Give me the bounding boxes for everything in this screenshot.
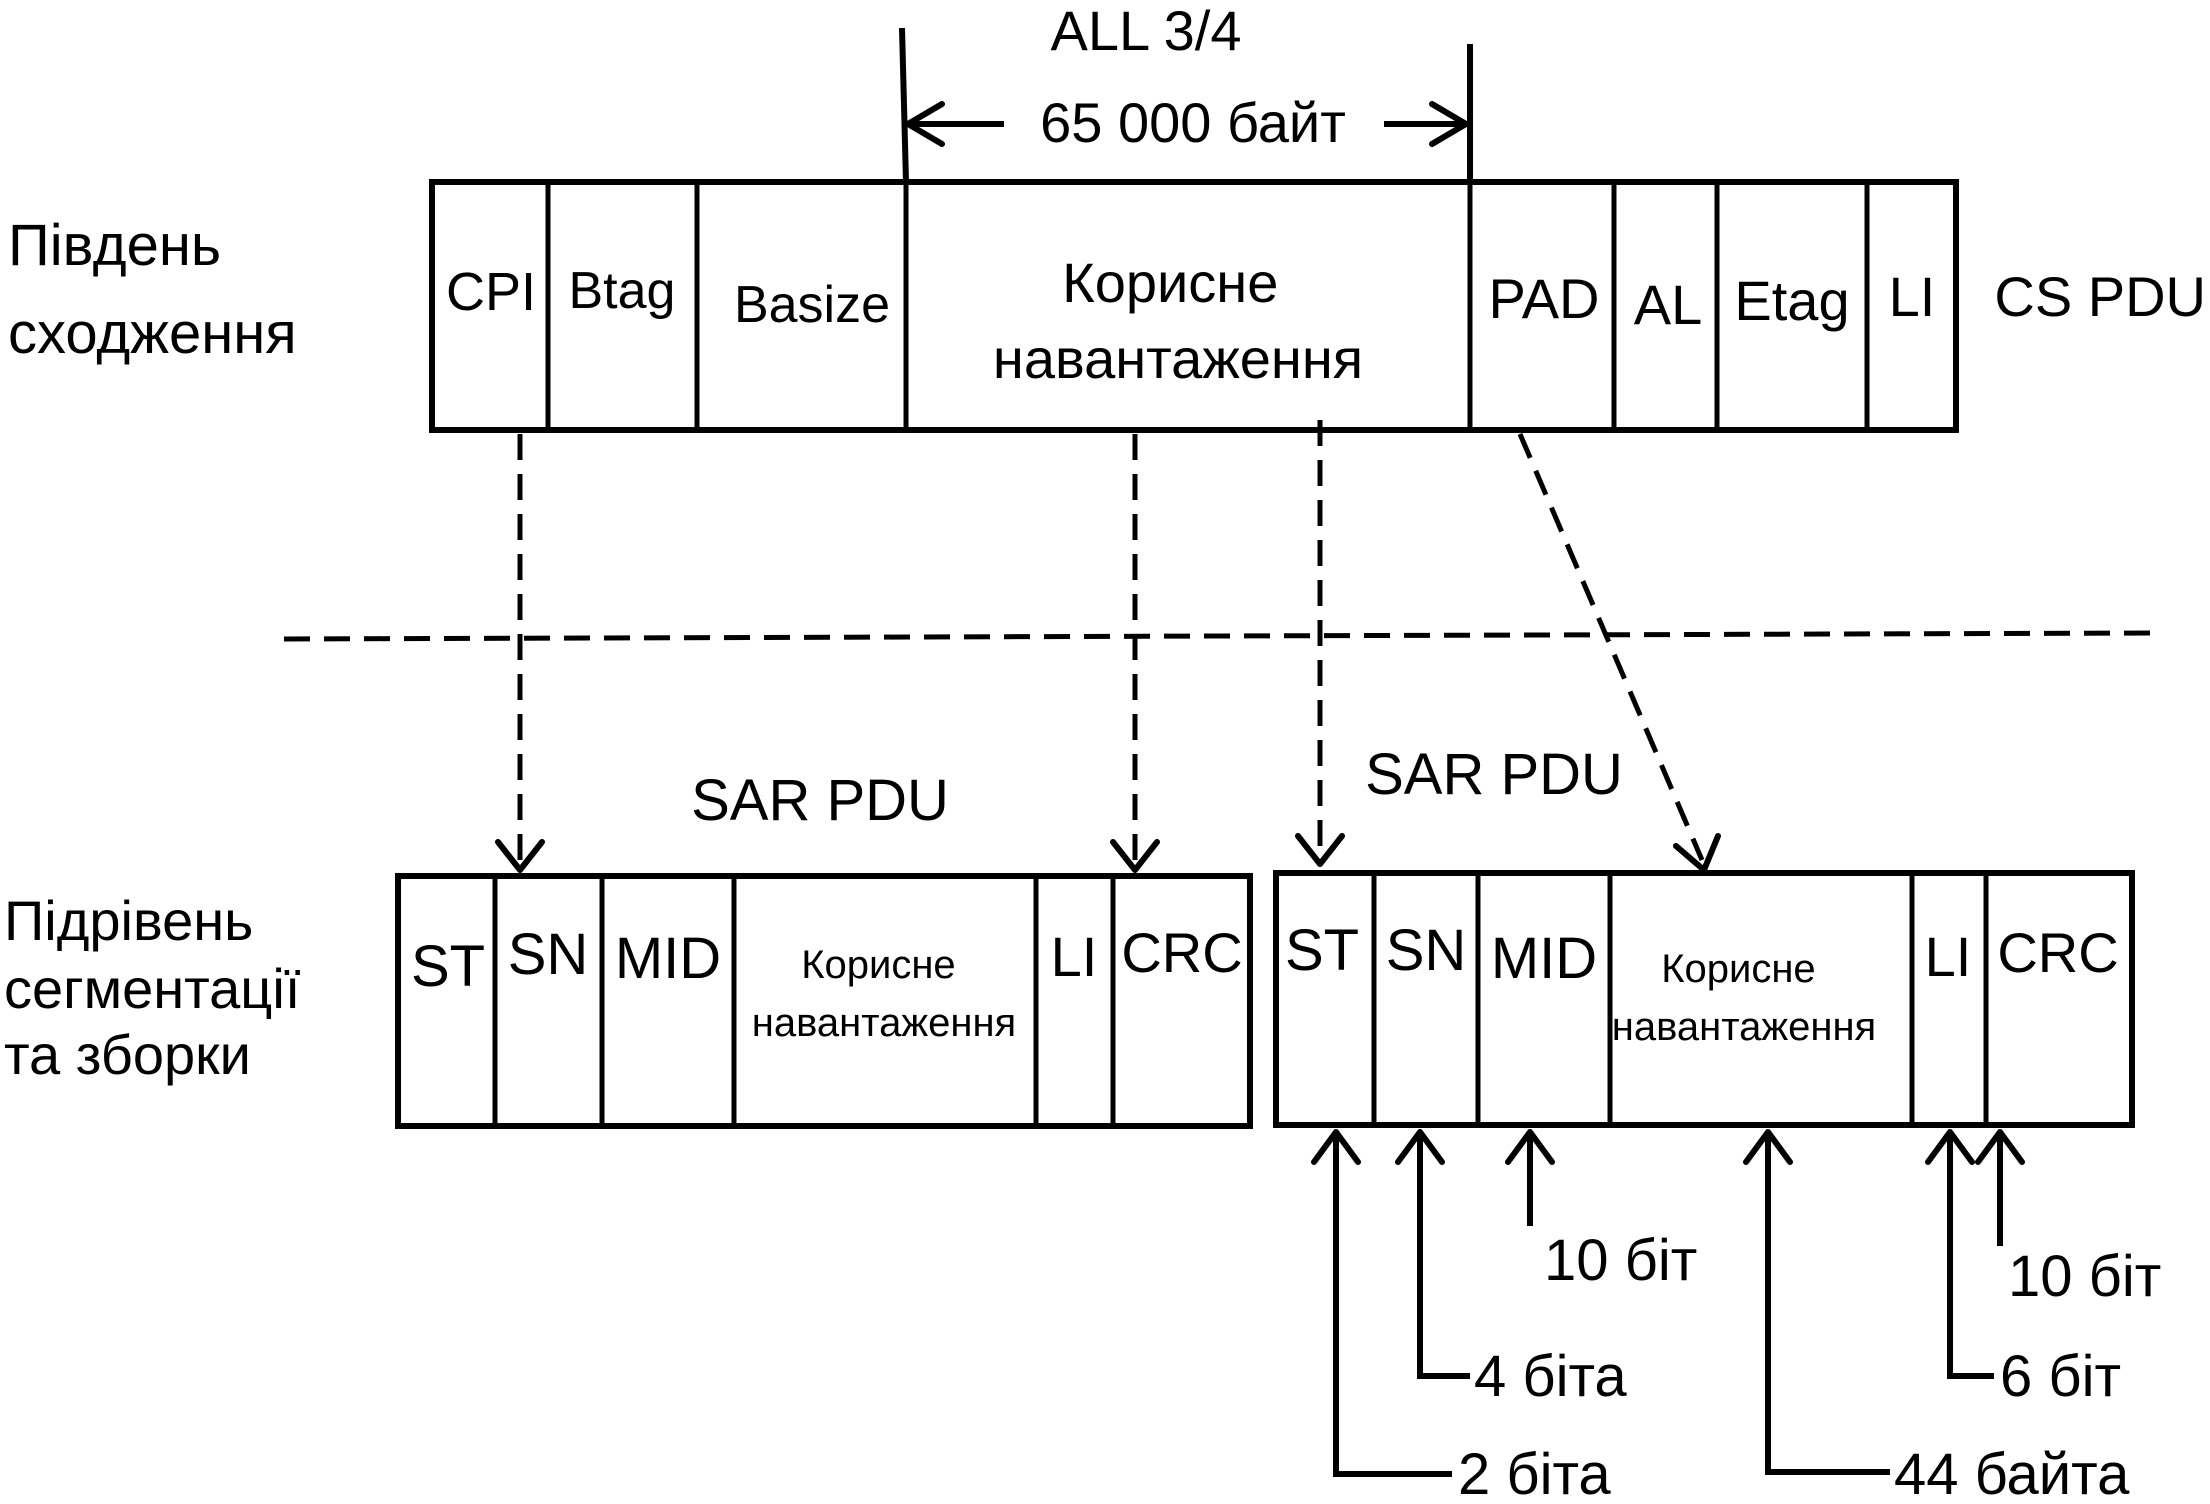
cs-field-payload: Корисне навантаження [993,251,1363,390]
map-arrow-cpi-to-sn-head [495,839,545,873]
sar-right-field-crc: CRC [1997,921,2118,984]
cs-pdu-label: CS PDU [1994,265,2206,328]
layer-label-segmentation-line1: Підрівень [4,889,253,952]
cs-field-basize: Basize [734,276,890,334]
map-arrow-payload-to-st-head [1295,833,1345,867]
sar-left-field-sn: SN [508,922,589,987]
layer-label-convergence: Південь сходження [8,213,297,366]
sar-right-field-sn: SN [1386,918,1467,983]
layer-label-convergence-line1: Південь [8,213,221,278]
sar-pdu-right: SAR PDU ST SN MID Корисне навантаження L… [1273,742,2135,1128]
cs-field-payload-line1: Корисне [1062,251,1278,314]
sar-pdu-left: SAR PDU ST SN MID Корисне навантаження L… [395,768,1253,1129]
size-label-li: 6 біт [2000,1344,2121,1409]
size-label-st: 2 біта [1458,1442,1611,1504]
length-label: 65 000 байт [1040,91,1346,154]
size-callout-st-head [1311,1129,1361,1165]
sar-right-field-payload-line2: навантаження [1612,1005,1876,1049]
layer-label-segmentation-line3: та зборки [4,1023,251,1086]
size-callout-li-line [1947,1132,1994,1379]
size-callout-payload-head [1743,1129,1793,1165]
sar-left-field-crc: CRC [1121,921,1242,984]
map-arrow-payload-to-crc-head [1110,839,1160,873]
protocol-label: ALL 3/4 [1051,0,1242,62]
layer-separator [283,630,2161,642]
cs-pdu: CPI Btag Basize Корисне навантаження PAD… [429,179,2206,433]
sar-left-field-st: ST [411,934,485,999]
size-callout-st-line [1333,1132,1452,1477]
sar-left-field-li: LI [1051,925,1098,988]
layer-label-segmentation-line2: сегментації [4,957,301,1020]
cs-field-cpi: CPI [446,262,536,322]
sar-left-label: SAR PDU [691,768,949,833]
sar-right-frame [1273,870,2135,1128]
sar-right-field-payload: Корисне навантаження [1612,947,1876,1049]
size-callout-sn-head [1395,1129,1445,1165]
cs-field-etag: Etag [1734,269,1849,332]
sar-left-frame [395,873,1253,1129]
layer-label-convergence-line2: сходження [8,301,297,366]
sar-right-label: SAR PDU [1365,742,1623,807]
sar-right-field-mid: MID [1491,926,1597,991]
sar-right-field-payload-line1: Корисне [1661,947,1815,991]
size-callout-li-head [1925,1129,1975,1165]
sar-left-field-mid: MID [615,926,721,991]
sar-left-field-payload: Корисне навантаження [752,943,1016,1045]
size-label-crc: 10 біт [2008,1244,2161,1309]
size-label-sn: 4 біта [1474,1344,1627,1409]
cs-field-pad: PAD [1489,267,1600,330]
length-left-boundary [899,27,909,183]
sar-left-field-payload-line1: Корисне [801,943,955,987]
cs-field-btag: Btag [569,262,676,320]
size-callout-mid-head [1505,1129,1555,1165]
cs-pdu-frame [429,179,1959,433]
size-callout-crc-head [1975,1129,2025,1165]
length-arrow-right-head [1429,101,1469,147]
size-label-mid: 10 біт [1544,1228,1697,1293]
size-callout-sn-line [1417,1132,1470,1379]
layer-label-segmentation: Підрівень сегментації та зборки [4,889,316,1086]
cs-field-li: LI [1889,265,1936,328]
sar-right-field-li: LI [1925,925,1972,988]
sar-left-field-payload-line2: навантаження [752,1001,1016,1045]
size-callout-payload-line [1765,1132,1890,1475]
length-arrow-left-head [905,101,945,147]
cs-field-al: AL [1634,273,1703,336]
size-label-payload: 44 байта [1894,1442,2130,1504]
sar-right-field-st: ST [1285,918,1359,983]
cs-field-payload-line2: навантаження [993,327,1363,390]
